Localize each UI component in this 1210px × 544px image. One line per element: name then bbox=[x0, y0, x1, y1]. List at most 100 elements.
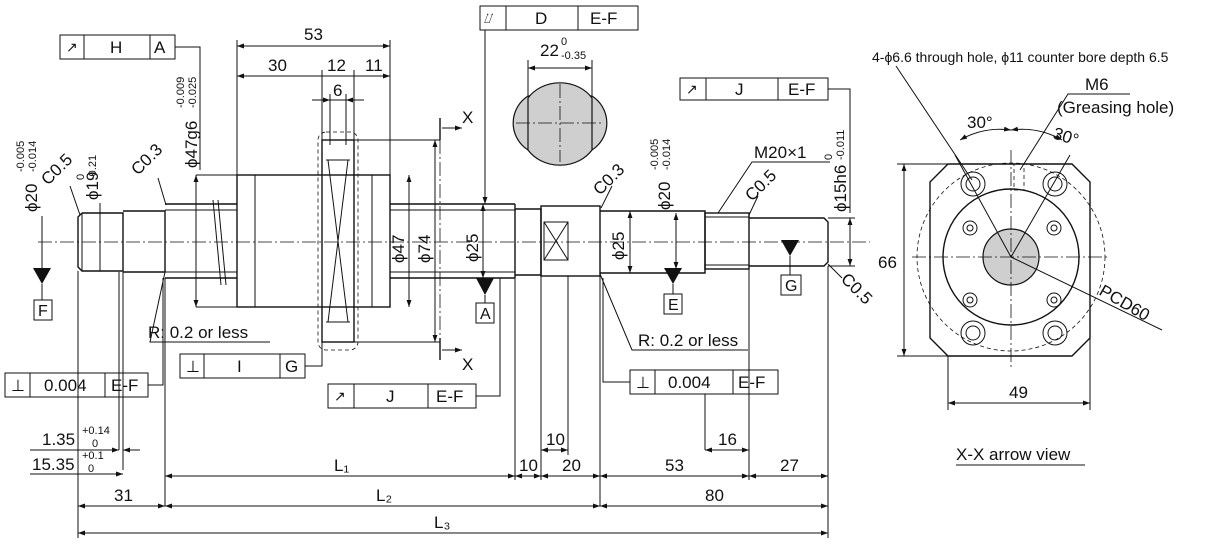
dim-12: 12 bbox=[327, 56, 346, 75]
dim-m20: M20×1 bbox=[754, 143, 806, 162]
datum-f: F bbox=[33, 216, 53, 321]
fcf-i-ref: G bbox=[285, 357, 298, 376]
left-step bbox=[123, 210, 166, 273]
bottom-dimensions: 1.35 +0.14 0 15.35 +0.1 0 L₁ 10 20 53 27… bbox=[30, 266, 829, 538]
dim-22-lower: -0.35 bbox=[561, 50, 586, 62]
ball-nut bbox=[236, 174, 391, 308]
runout-symbol: ↗ bbox=[66, 39, 78, 55]
fcf-d-ref: E-F bbox=[590, 9, 617, 28]
dim-11: 11 bbox=[365, 56, 383, 75]
dim-phi20-left: ϕ20 bbox=[22, 184, 41, 212]
datum-g: G bbox=[780, 240, 802, 296]
dim-30: 30 bbox=[268, 56, 287, 75]
fcf-i: ⊥ I G bbox=[179, 342, 323, 379]
dim-r-right: R: 0.2 or less bbox=[638, 331, 738, 350]
dim-c05-mid: C0.5 bbox=[741, 166, 780, 205]
greasing-thread-label: M6 bbox=[1085, 75, 1109, 94]
svg-text:-0.005: -0.005 bbox=[649, 139, 661, 170]
fcf-j-ref: E-F bbox=[788, 80, 815, 99]
dim-31: 31 bbox=[114, 486, 133, 505]
datum-a: A bbox=[475, 278, 495, 324]
dim-10-b: 10 bbox=[546, 430, 565, 449]
datum-e-label: E bbox=[668, 297, 679, 314]
fcf-j-mid-ref: E-F bbox=[436, 387, 463, 406]
svg-text:-0.011: -0.011 bbox=[835, 130, 847, 160]
fcf-d-tol: D bbox=[535, 9, 547, 28]
dim-53-b: 53 bbox=[665, 456, 684, 475]
nut-flange bbox=[321, 139, 355, 343]
dim-1-35: 1.35 bbox=[42, 430, 75, 449]
svg-text:-0.005: -0.005 bbox=[15, 141, 27, 172]
perpendicularity-symbol: ⊥ bbox=[186, 359, 200, 376]
dim-22-upper: 0 bbox=[561, 36, 567, 48]
flange-view: 30° 30° 4-ϕ6.6 through hole, ϕ11 counter… bbox=[872, 49, 1174, 466]
svg-text:-0.21: -0.21 bbox=[87, 155, 99, 180]
runout-symbol: ↗ bbox=[686, 81, 698, 97]
pcd-label: PCD60 bbox=[1096, 281, 1153, 325]
fcf-j-right: ↗ J E-F bbox=[679, 77, 851, 213]
top-dimensions: 53 30 12 11 6 bbox=[236, 25, 391, 175]
cut-label-x-bottom: X bbox=[462, 355, 473, 374]
dim-53: 53 bbox=[304, 25, 323, 44]
fcf-perp-left: ⊥ 0.004 E-F bbox=[4, 278, 164, 398]
dim-r-left: R: 0.2 or less bbox=[148, 323, 248, 342]
dim-c05-left: C0.5 bbox=[37, 150, 76, 189]
shaft-view bbox=[38, 118, 870, 360]
dim-66: 66 bbox=[878, 253, 897, 272]
support-journal bbox=[540, 205, 601, 277]
dim-phi20-right: ϕ20 bbox=[655, 182, 674, 210]
perpendicularity-symbol: ⊥ bbox=[11, 378, 25, 395]
svg-text:-0.014: -0.014 bbox=[27, 141, 39, 172]
thread-m20 bbox=[704, 212, 750, 270]
fcf-d: ⌰ D E-F bbox=[479, 5, 639, 204]
svg-text:0: 0 bbox=[92, 438, 98, 450]
fcf-j-tol: J bbox=[735, 80, 744, 99]
perpendicularity-symbol: ⊥ bbox=[636, 375, 650, 392]
svg-text:-0.025: -0.025 bbox=[187, 77, 199, 108]
svg-text:-0.014: -0.014 bbox=[661, 139, 673, 170]
fcf-perp-left-tol: 0.004 bbox=[44, 376, 87, 395]
fcf-j-mid-tol: J bbox=[386, 387, 395, 406]
svg-text:-0.009: -0.009 bbox=[175, 77, 187, 108]
bolt-holes bbox=[960, 171, 1068, 346]
diameter-labels: ϕ47g6 -0.009 -0.025 ϕ20 -0.005 -0.014 C0… bbox=[15, 77, 876, 374]
datum-e: E bbox=[663, 268, 683, 315]
dim-c05-right: C0.5 bbox=[837, 269, 876, 308]
flange-outline bbox=[929, 163, 1091, 357]
dim-l3: L₃ bbox=[434, 513, 450, 532]
dim-l1: L₁ bbox=[334, 456, 349, 475]
fcf-perp-right-tol: 0.004 bbox=[668, 373, 711, 392]
dim-80: 80 bbox=[705, 486, 724, 505]
dim-phi25-right: ϕ25 bbox=[609, 232, 628, 260]
dim-10-a: 10 bbox=[519, 456, 538, 475]
dim-phi15h6: ϕ15h6 bbox=[831, 165, 850, 212]
fcf-i-tol: I bbox=[237, 357, 242, 376]
right-journal bbox=[749, 217, 829, 267]
cut-label-x-top: X bbox=[462, 108, 473, 127]
dim-20: 20 bbox=[562, 456, 581, 475]
dim-c03-left: C0.3 bbox=[127, 140, 166, 179]
datum-a-label: A bbox=[480, 306, 491, 323]
dim-phi25-mid: ϕ25 bbox=[463, 234, 482, 262]
fcf-j-mid: ↗ J E-F bbox=[327, 278, 501, 409]
dim-6: 6 bbox=[333, 81, 342, 100]
dim-22: 22 bbox=[540, 41, 559, 60]
angle-30-left: 30° bbox=[967, 113, 993, 132]
dim-16: 16 bbox=[718, 430, 737, 449]
dim-27: 27 bbox=[780, 456, 799, 475]
dim-l2: L₂ bbox=[376, 486, 392, 505]
dim-49: 49 bbox=[1009, 383, 1028, 402]
angle-30-right: 30° bbox=[1051, 124, 1081, 150]
small-screws bbox=[962, 220, 1062, 308]
hole-note: 4-ϕ6.6 through hole, ϕ11 counter bore de… bbox=[872, 49, 1169, 65]
dim-15-35: 15.35 bbox=[32, 455, 75, 474]
datum-f-label: F bbox=[38, 303, 48, 320]
svg-text:+0.1: +0.1 bbox=[82, 450, 104, 462]
runout-symbol: ↗ bbox=[334, 388, 346, 404]
view-label: X-X arrow view bbox=[956, 445, 1071, 464]
fcf-h: ↗ H A bbox=[59, 34, 201, 170]
total-runout-symbol: ⌰ bbox=[484, 10, 494, 26]
greasing-hole-label: (Greasing hole) bbox=[1057, 98, 1174, 117]
datum-g-label: G bbox=[785, 278, 797, 295]
